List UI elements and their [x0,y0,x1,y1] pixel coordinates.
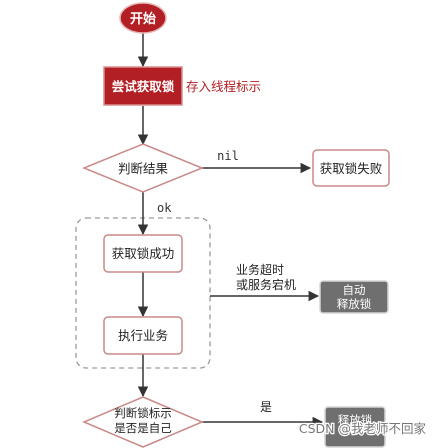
execute-label: 执行业务 [118,328,168,343]
start-node [119,2,167,34]
edge-label-yes: 是 [260,400,272,414]
fail-label: 获取锁失败 [320,161,383,176]
store-thread-annotation: 存入线程标示 [186,79,261,94]
judge-lock-owner-node [82,396,204,448]
auto-release-label-line2: 释放锁 [337,297,372,311]
edge-label-nil: nil [217,149,239,163]
judge-lock-owner-label-line1: 判断锁标示 [114,406,172,420]
auto-release-label-line1: 自动 [343,283,366,297]
execute-node [103,316,183,355]
judge-result-node [82,143,204,193]
try-lock-label: 尝试获取锁 [112,79,175,94]
auto-release-node [319,280,389,314]
try-lock-node [103,66,183,106]
edge-label-ok: ok [157,201,172,215]
fail-node [312,149,390,187]
release-node [324,406,386,448]
judge-result-label: 判断结果 [118,161,169,176]
success-node [103,234,183,273]
start-label: 开始 [130,11,156,27]
timeout-annotation-line1: 业务超时 [236,262,284,277]
judge-lock-owner-label-line2: 是否是自己 [114,421,172,435]
release-label: 释放锁 [338,413,373,427]
timeout-annotation-line2: 或服务宕机 [236,277,296,292]
watermark-text: CSDN @我老师不回家 [299,421,427,436]
success-label: 获取锁成功 [112,246,175,261]
